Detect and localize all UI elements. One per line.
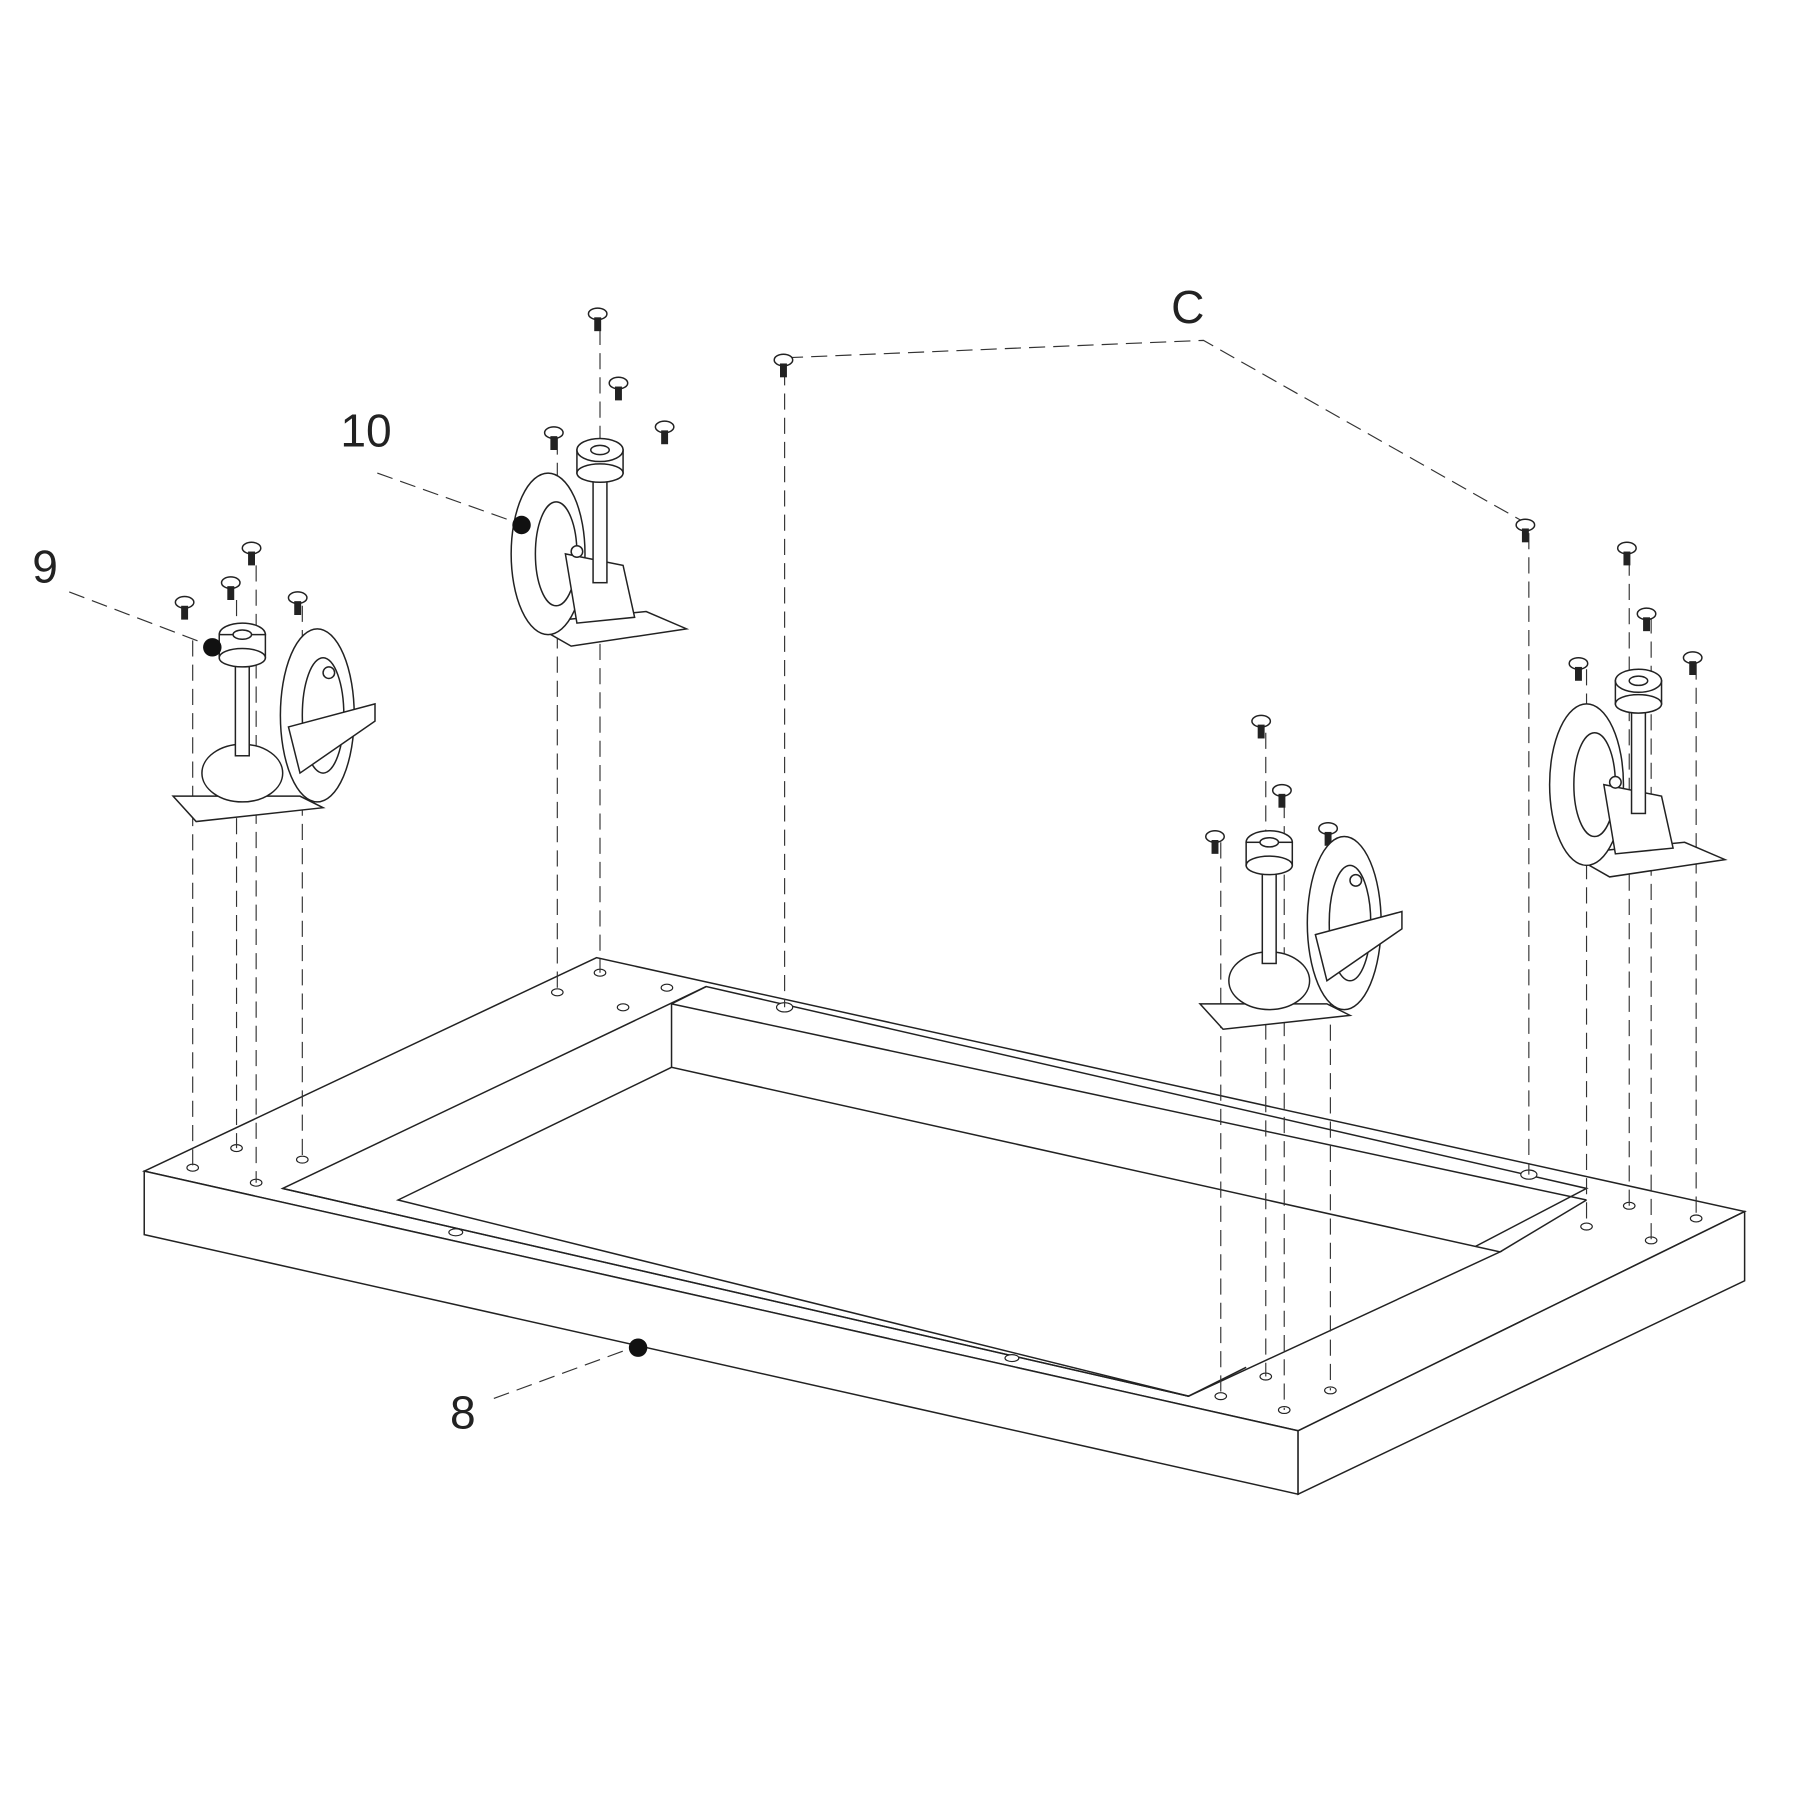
screw-icon bbox=[1636, 607, 1657, 632]
screw-icon bbox=[1515, 518, 1536, 544]
caster-front-right bbox=[1199, 830, 1403, 1030]
screw-icon bbox=[773, 353, 794, 379]
alignment-lines bbox=[69, 328, 1697, 1410]
screw-icon bbox=[1682, 651, 1703, 676]
screw-icon bbox=[654, 420, 675, 445]
screw-icon bbox=[543, 426, 564, 451]
mounting-holes bbox=[186, 968, 1703, 1415]
caster-front-left bbox=[172, 622, 376, 823]
callout-label-c: C bbox=[1171, 281, 1204, 333]
screw-icon bbox=[287, 591, 308, 616]
callout-label-10: 10 bbox=[340, 405, 391, 457]
caster-back-right bbox=[1548, 668, 1726, 878]
screw-icon bbox=[587, 307, 608, 332]
screw-icon bbox=[1251, 714, 1272, 740]
screws bbox=[174, 307, 1703, 855]
screw-icon bbox=[1271, 783, 1292, 809]
screw-icon bbox=[1568, 656, 1589, 682]
callout-dot-10 bbox=[512, 515, 531, 535]
screw-icon bbox=[241, 541, 262, 567]
screw-icon bbox=[220, 576, 241, 601]
callout-dot-9 bbox=[203, 638, 222, 657]
caster-back-left bbox=[510, 437, 688, 647]
screw-icon bbox=[174, 595, 195, 621]
callout-label-9: 9 bbox=[32, 541, 58, 593]
screw-icon bbox=[1205, 830, 1225, 855]
base-frame bbox=[141, 956, 1747, 1496]
callout-label-8: 8 bbox=[450, 1386, 476, 1438]
screw-icon bbox=[608, 376, 629, 402]
screw-icon bbox=[1616, 541, 1637, 567]
callout-dot-8 bbox=[628, 1338, 648, 1357]
